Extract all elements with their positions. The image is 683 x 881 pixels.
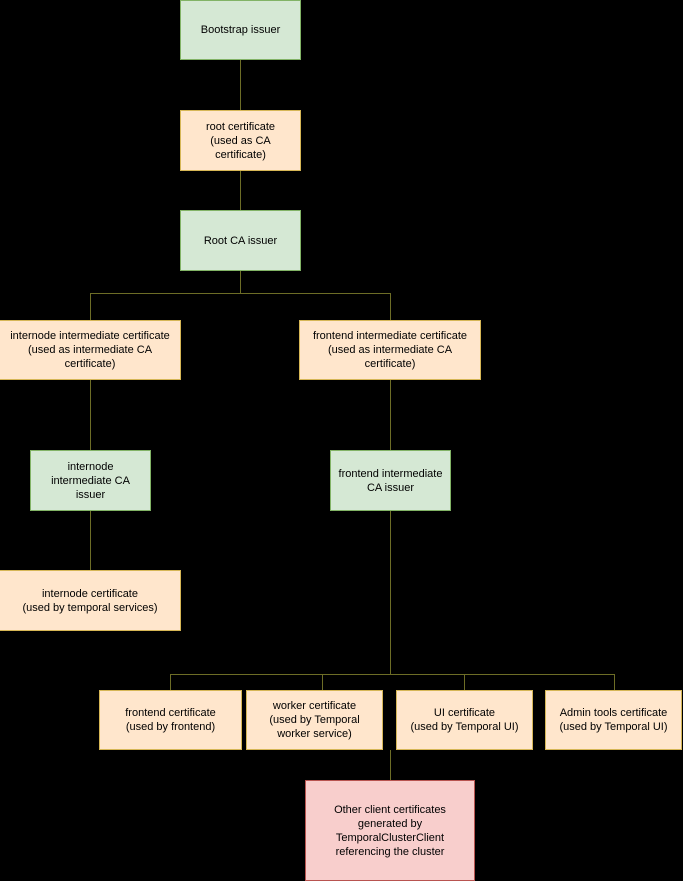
edge-to-other-client-certificates [390, 750, 391, 780]
edge-to-frontend-intermediate-cert [390, 293, 391, 320]
edge-to-worker-certificate [322, 674, 323, 690]
node-admin-tools-certificate[interactable]: Admin tools certificate (used by Tempora… [545, 690, 682, 750]
node-bootstrap-issuer[interactable]: Bootstrap issuer [180, 0, 301, 60]
node-frontend-intermediate-certificate[interactable]: frontend intermediate certificate (used … [299, 320, 481, 380]
node-ui-certificate[interactable]: UI certificate (used by Temporal UI) [396, 690, 533, 750]
edge-internode-issuer-to-internode-cert [90, 511, 91, 570]
edge-bootstrap-to-root-cert [240, 60, 241, 110]
node-internode-certificate[interactable]: internode certificate (used by temporal … [0, 570, 181, 631]
edge-to-internode-intermediate-cert [90, 293, 91, 320]
node-other-client-certificates[interactable]: Other client certificates generated by T… [305, 780, 475, 881]
node-frontend-certificate[interactable]: frontend certificate (used by frontend) [99, 690, 242, 750]
node-internode-intermediate-certificate[interactable]: internode intermediate certificate (used… [0, 320, 181, 380]
node-frontend-intermediate-ca-issuer[interactable]: frontend intermediate CA issuer [330, 450, 451, 511]
edge-root-ca-issuer-down [240, 271, 241, 293]
node-root-ca-issuer[interactable]: Root CA issuer [180, 210, 301, 271]
edge-frontend-issuer-down [390, 511, 391, 674]
node-root-certificate[interactable]: root certificate (used as CA certificate… [180, 110, 301, 171]
edge-frontend-issuer-split [170, 674, 614, 675]
edge-to-admin-tools-certificate [614, 674, 615, 690]
edge-root-ca-issuer-split [90, 293, 390, 294]
edge-frontend-intermediate-cert-to-issuer [390, 380, 391, 450]
edge-internode-intermediate-cert-to-issuer [90, 380, 91, 450]
edge-to-frontend-certificate [170, 674, 171, 690]
node-internode-intermediate-ca-issuer[interactable]: internode intermediate CA issuer [30, 450, 151, 511]
edge-root-cert-to-root-ca-issuer [240, 171, 241, 210]
node-worker-certificate[interactable]: worker certificate (used by Temporal wor… [246, 690, 383, 750]
edge-to-ui-certificate [464, 674, 465, 690]
